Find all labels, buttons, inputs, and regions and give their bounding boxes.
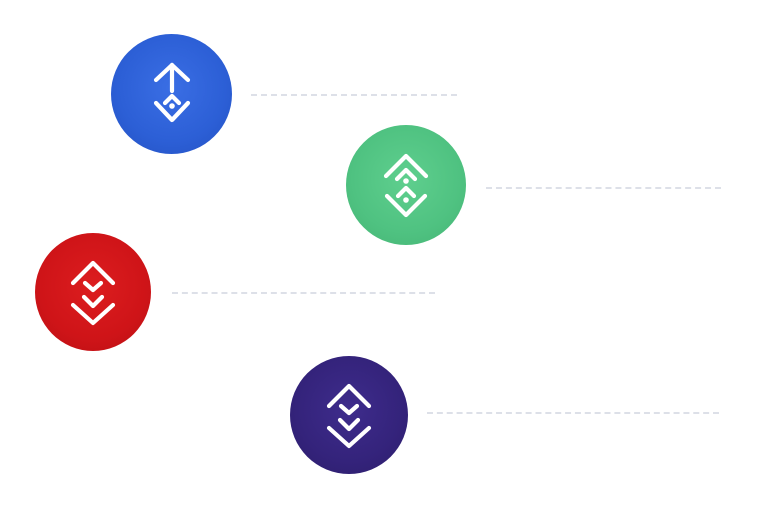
arrow-up-diamond-icon: [153, 62, 190, 123]
dashed-connector: [427, 412, 719, 414]
green-circle-node: [346, 125, 466, 245]
purple-circle-node: [290, 356, 408, 474]
double-diamond-up-icon: [383, 153, 429, 218]
red-circle-node: [35, 233, 151, 351]
diamond-double-chevron-down-icon: [326, 383, 372, 449]
dashed-connector: [486, 187, 721, 189]
diamond-double-chevron-down-icon: [70, 260, 116, 326]
blue-circle-node: [111, 34, 232, 154]
dashed-connector: [251, 94, 457, 96]
dashed-connector: [172, 292, 435, 294]
